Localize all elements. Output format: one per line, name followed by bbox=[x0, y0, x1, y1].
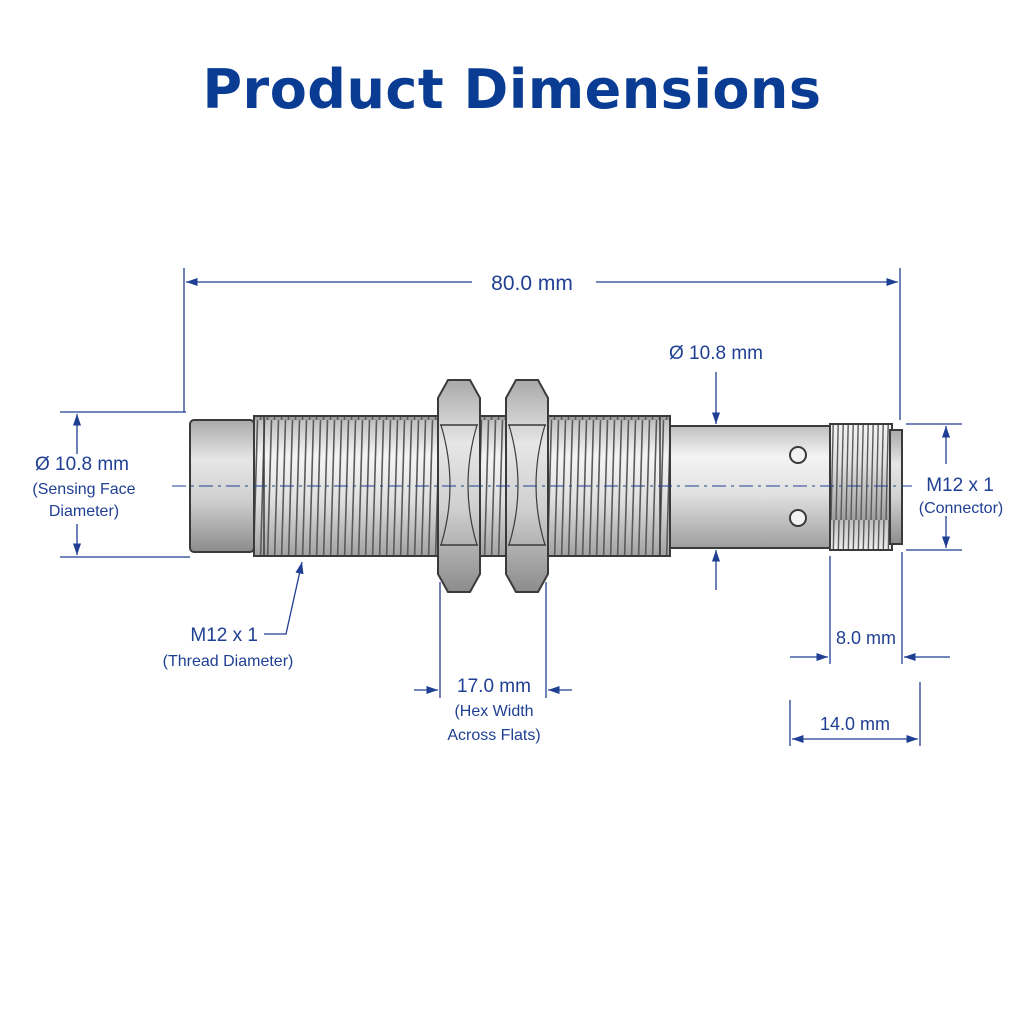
connector-thread bbox=[829, 423, 893, 551]
smooth-sleeve bbox=[669, 425, 831, 549]
rear-length-label: 14.0 mm bbox=[820, 714, 890, 734]
dimension-labels: 80.0 mm Ø 10.8 mm Ø 10.8 mm (Sensing Fac… bbox=[32, 272, 1003, 744]
sensor-body bbox=[172, 379, 912, 593]
body-diameter-label: Ø 10.8 mm bbox=[669, 343, 763, 364]
led-hole-bottom bbox=[789, 509, 807, 527]
connector-thread-sublabel: (Connector) bbox=[919, 500, 1003, 517]
thread-diameter-label: M12 x 1 bbox=[190, 625, 258, 646]
page-title: Product Dimensions bbox=[202, 58, 822, 121]
hex-width-label: 17.0 mm bbox=[457, 676, 531, 697]
connector-length-label: 8.0 mm bbox=[836, 628, 896, 648]
sensing-face-label-line1: (Sensing Face bbox=[32, 481, 135, 498]
overall-length-label: 80.0 mm bbox=[491, 272, 573, 295]
hex-width-sublabel-line1: (Hex Width bbox=[454, 703, 533, 720]
thread-diameter-sublabel: (Thread Diameter) bbox=[163, 653, 294, 670]
led-hole-top bbox=[789, 446, 807, 464]
sensing-face-label-line2: Diameter) bbox=[49, 503, 119, 520]
sensing-face-diameter-label: Ø 10.8 mm bbox=[35, 454, 129, 475]
connector-end bbox=[889, 429, 903, 545]
dimension-lines bbox=[60, 268, 962, 746]
connector-thread-label: M12 x 1 bbox=[926, 475, 994, 496]
hex-width-sublabel-line2: Across Flats) bbox=[447, 727, 540, 744]
